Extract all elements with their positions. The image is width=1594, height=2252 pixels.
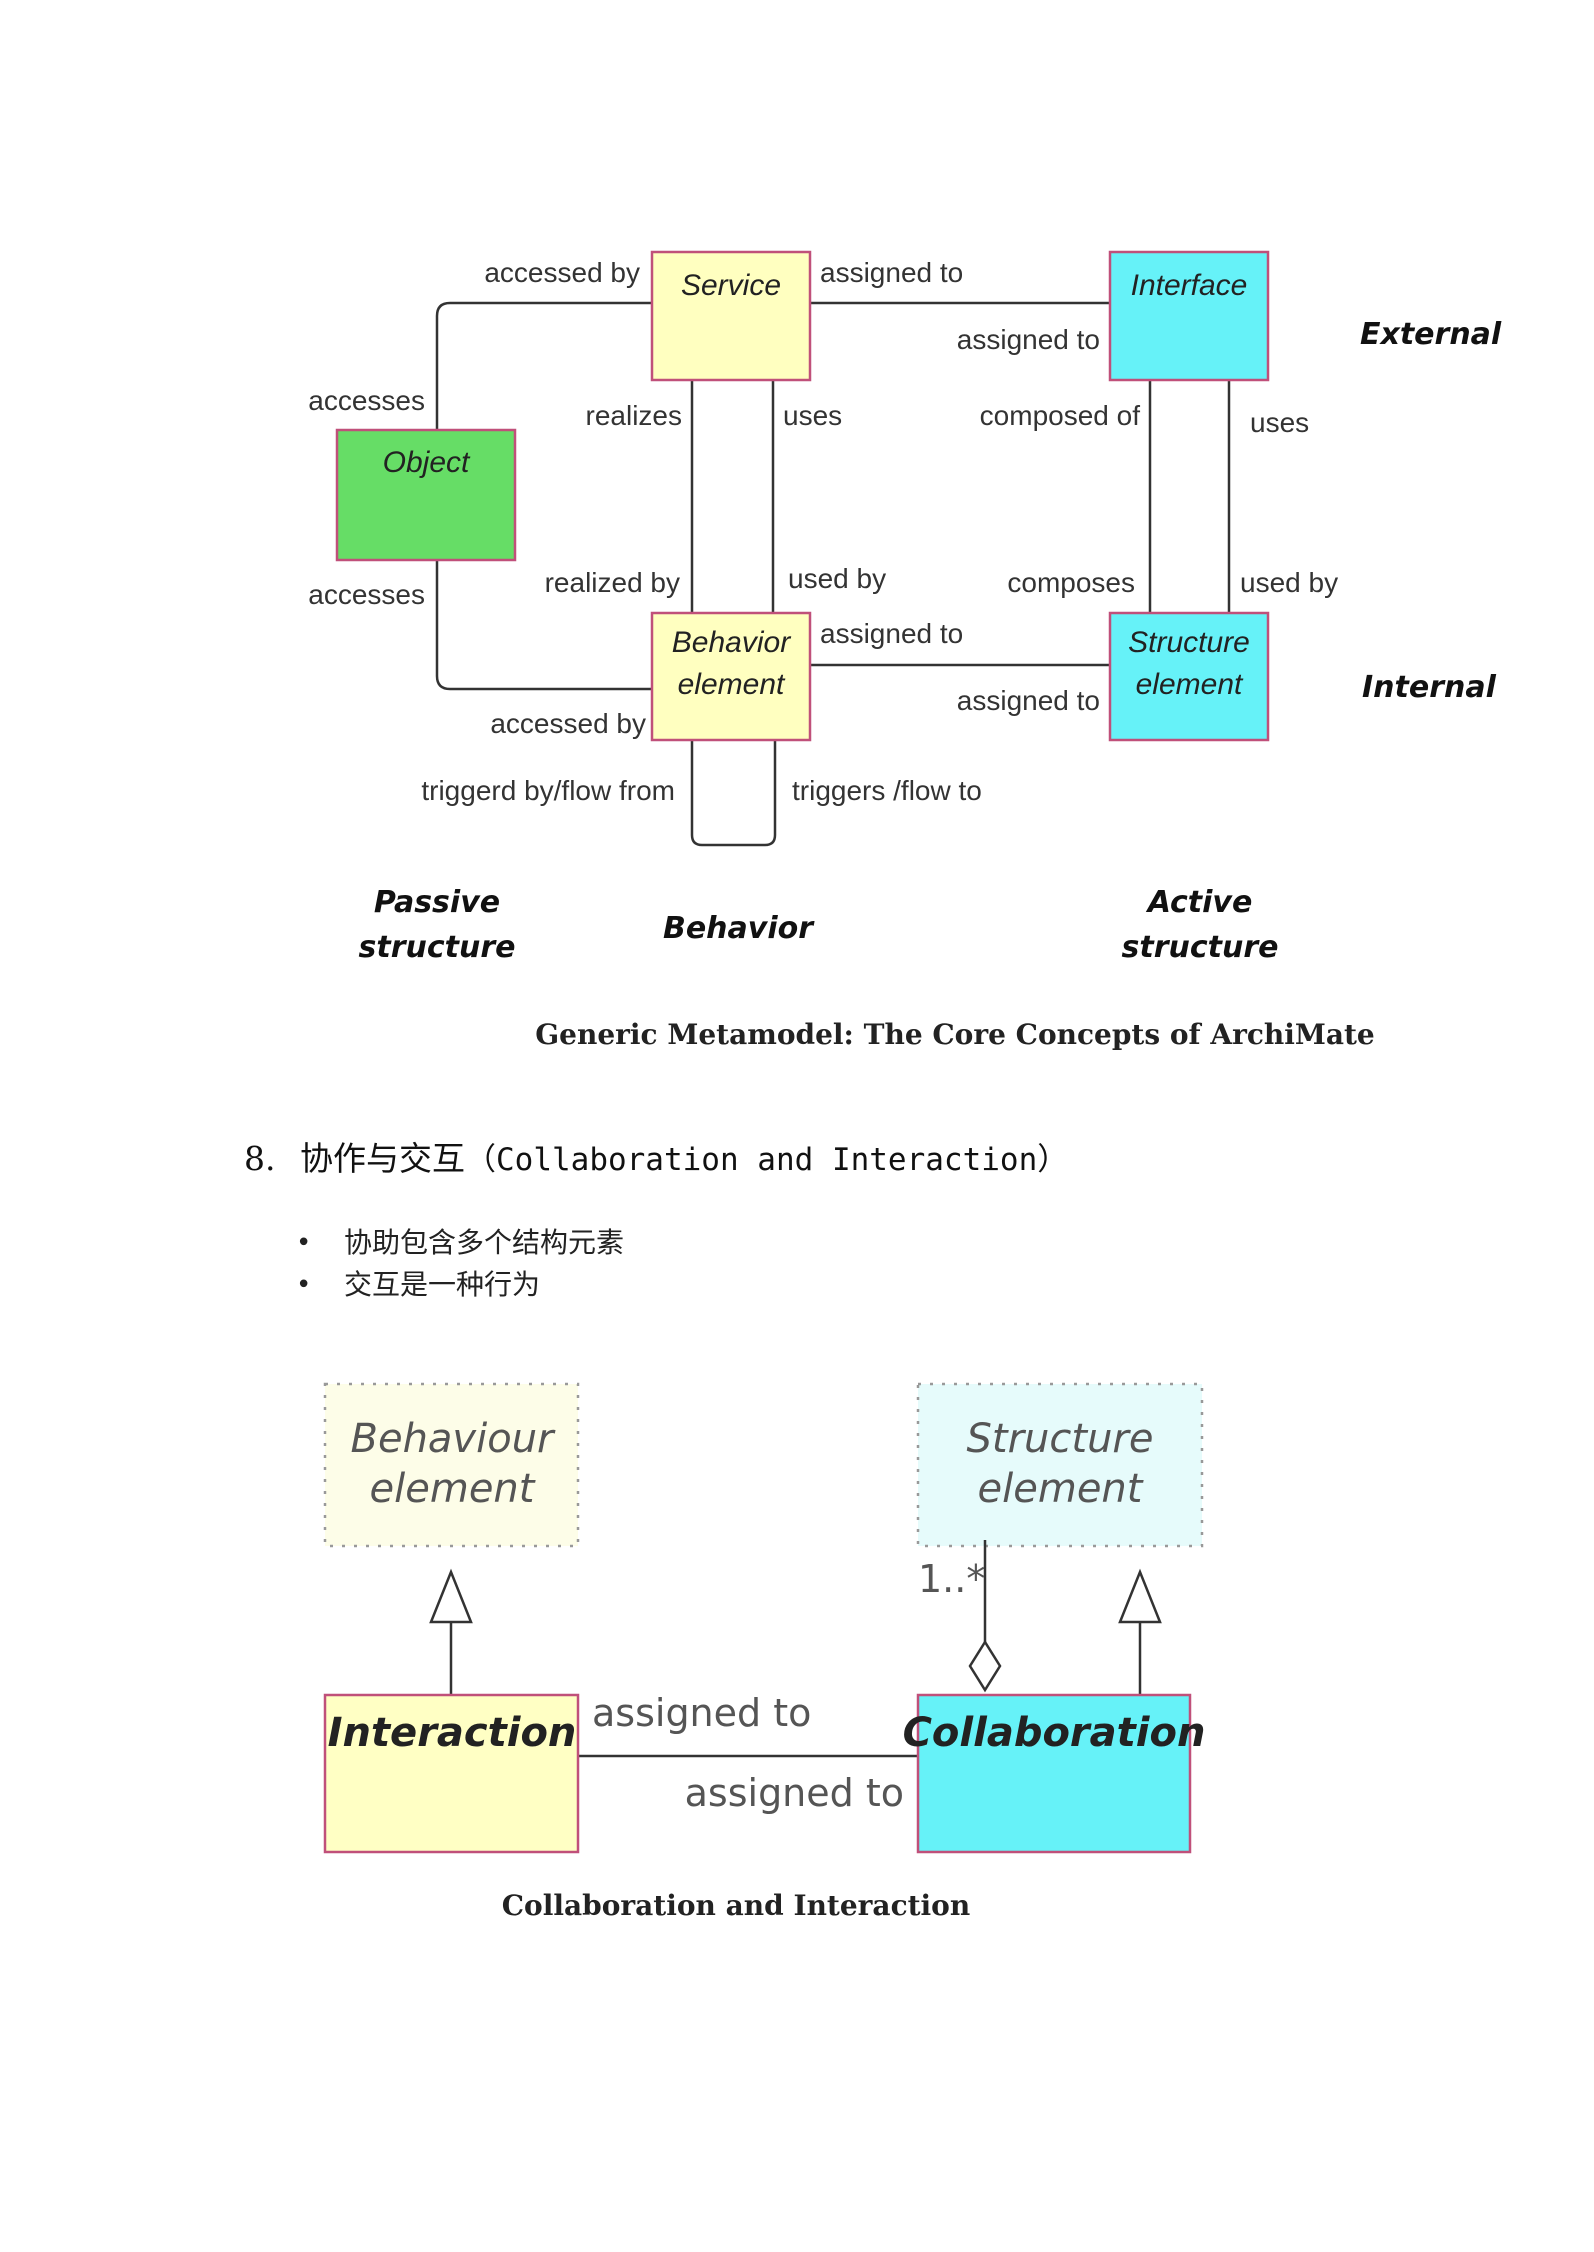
behaviour-element-label-2: element (370, 1466, 536, 1512)
side-label-internal: Internal (1362, 670, 1497, 705)
behavior-element-label-2: element (678, 668, 786, 701)
list-item: 协助包含多个结构元素 (296, 1222, 624, 1264)
section-heading: 8. 协作与交互（Collaboration and Interaction） (244, 1132, 1068, 1180)
label-accesses-top: accesses (308, 385, 425, 416)
label-accessed-by-bottom: accessed by (490, 708, 646, 739)
box-object: Object (335, 428, 517, 562)
relation-labels: accessed by assigned to assigned to acce… (308, 257, 1338, 806)
label-triggered-by: triggerd by/flow from (421, 775, 675, 806)
label-accessed-by-top: accessed by (484, 257, 640, 288)
box-interaction: Interaction (323, 1693, 580, 1854)
structure-element-label-2: element (978, 1466, 1144, 1512)
column-label-active-2: structure (1122, 930, 1279, 965)
label-triggers: triggers /flow to (792, 775, 982, 806)
side-label-external: External (1360, 317, 1502, 352)
archimate-core-metamodel-diagram: Service Interface Object Behavior elemen… (308, 250, 1502, 1051)
label-realized-by: realized by (545, 567, 680, 598)
generalization-arrow-structure (1118, 1568, 1162, 1624)
box-structure-element: Structure element (1108, 611, 1270, 742)
connector-lines (435, 301, 1231, 847)
box-behavior-element: Behavior element (650, 611, 812, 742)
structure-element-label-1: Structure (967, 1416, 1154, 1462)
label-uses-left: uses (783, 400, 842, 431)
section-title-en: （Collaboration and Interaction） (465, 1142, 1069, 1178)
column-label-passive-2: structure (359, 930, 516, 965)
box-structure-element-abstract: Structure element (916, 1382, 1204, 1548)
figure1-caption: Generic Metamodel: The Core Concepts of … (535, 1018, 1375, 1051)
service-label: Service (681, 269, 781, 302)
box-service: Service (650, 250, 812, 382)
section-number: 8. (244, 1139, 276, 1178)
section-title-cn: 协作与交互 (300, 1139, 465, 1178)
box-interface: Interface (1108, 250, 1270, 382)
behaviour-element-label-1: Behaviour (351, 1416, 557, 1462)
bullet-list: 协助包含多个结构元素 交互是一种行为 (296, 1222, 624, 1306)
generalization-arrow-behaviour (429, 1568, 473, 1624)
column-label-active-1: Active (1146, 885, 1253, 920)
label-composes: composes (1007, 567, 1135, 598)
multiplicity-label: 1..* (918, 1557, 985, 1601)
interface-label: Interface (1131, 269, 1248, 302)
aggregation-diamond (968, 1639, 1002, 1693)
list-item: 交互是一种行为 (296, 1264, 624, 1306)
box-collaboration: Collaboration (903, 1693, 1206, 1854)
connectors (449, 1540, 1142, 1758)
structure-element-label-1: Structure (1128, 626, 1250, 659)
label-assigned-to-top-right: assigned to (957, 324, 1100, 355)
collaboration-interaction-diagram: Behaviour element Structure element 1..*… (323, 1382, 1206, 1922)
label-accesses-bottom: accesses (308, 579, 425, 610)
label-assigned-to-top: assigned to (592, 1691, 811, 1735)
label-assigned-to-mid-right: assigned to (957, 685, 1100, 716)
label-assigned-to-top-left: assigned to (820, 257, 963, 288)
label-composed-of: composed of (980, 400, 1141, 431)
behavior-element-label-1: Behavior (672, 626, 791, 659)
interaction-label: Interaction (328, 1710, 577, 1756)
figure2-caption: Collaboration and Interaction (502, 1889, 970, 1922)
label-realizes: realizes (586, 400, 682, 431)
column-label-passive-1: Passive (374, 885, 500, 920)
structure-element-label-2: element (1136, 668, 1244, 701)
box-behaviour-element-abstract: Behaviour element (323, 1382, 580, 1548)
label-assigned-to-bottom: assigned to (685, 1771, 904, 1815)
label-used-by-left: used by (788, 563, 886, 594)
label-assigned-to-mid-left: assigned to (820, 618, 963, 649)
collaboration-label: Collaboration (903, 1710, 1206, 1756)
object-label: Object (383, 446, 471, 479)
label-used-by-right: used by (1240, 567, 1338, 598)
column-label-behavior: Behavior (663, 911, 815, 946)
label-uses-right: uses (1250, 407, 1309, 438)
